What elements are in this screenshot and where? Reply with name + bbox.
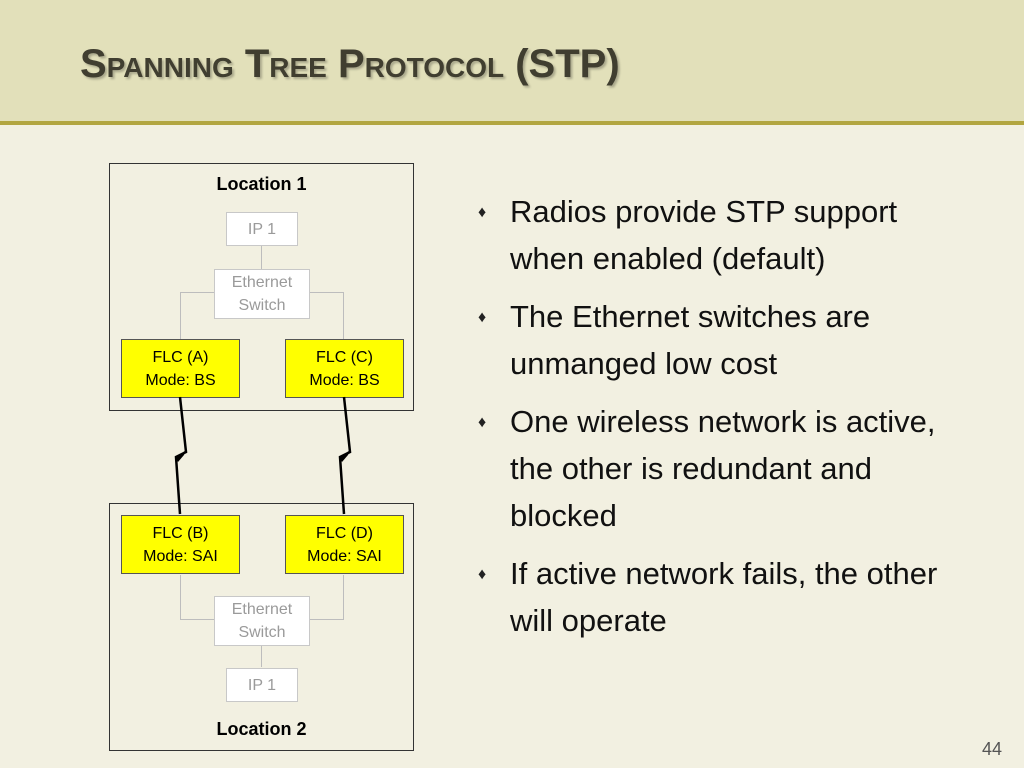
title-bar: Spanning Tree Protocol (STP) — [0, 0, 1024, 125]
connector-line — [180, 292, 214, 293]
location-2-ip: IP 1 — [226, 668, 298, 702]
bullet-item: ♦ Radios provide STP support when enabled… — [478, 188, 948, 282]
switch-label-line2: Switch — [238, 624, 286, 641]
bullet-item: ♦ If active network fails, the other will… — [478, 550, 948, 644]
switch-label-line2: Switch — [238, 297, 286, 314]
wireless-link-c-d-bolt — [340, 450, 350, 462]
diamond-bullet-icon: ♦ — [478, 204, 487, 221]
switch-label-line1: Ethernet — [231, 601, 293, 618]
switch-label-line1: Ethernet — [231, 274, 293, 291]
location-2-ethernet-switch: Ethernet Switch — [214, 596, 310, 646]
bullet-text: The Ethernet switches are unmanged low c… — [510, 299, 871, 381]
ip-label: IP 1 — [247, 676, 277, 694]
location-1-ethernet-switch: Ethernet Switch — [214, 269, 310, 319]
flc-c-name: FLC (C) — [316, 348, 373, 366]
connector-line — [180, 619, 214, 620]
flc-b-mode: Mode: SAI — [143, 547, 218, 565]
page-number: 44 — [981, 739, 1002, 759]
connector-line — [180, 575, 181, 620]
location-2-label: Location 2 — [216, 719, 307, 739]
bullet-text: Radios provide STP support when enabled … — [510, 194, 898, 276]
bullet-text: If active network fails, the other will … — [510, 556, 938, 638]
bullet-text: One wireless network is active, the othe… — [510, 404, 936, 533]
connector-line — [310, 292, 344, 293]
connector-line — [343, 292, 344, 339]
connector-line — [261, 645, 262, 667]
location-1-label: Location 1 — [216, 174, 307, 194]
flc-a-name: FLC (A) — [152, 348, 209, 366]
flc-a-mode: Mode: BS — [145, 371, 216, 389]
flc-d: FLC (D) Mode: SAI — [285, 515, 404, 574]
flc-c: FLC (C) Mode: BS — [285, 339, 404, 398]
flc-d-mode: Mode: SAI — [307, 547, 382, 565]
connector-line — [180, 292, 181, 339]
flc-b: FLC (B) Mode: SAI — [121, 515, 240, 574]
flc-a: FLC (A) Mode: BS — [121, 339, 240, 398]
connector-line — [261, 245, 262, 269]
diamond-bullet-icon: ♦ — [478, 566, 487, 583]
ip-label: IP 1 — [247, 220, 277, 238]
connector-line — [343, 575, 344, 620]
bullet-list: ♦ Radios provide STP support when enabled… — [478, 188, 948, 655]
wireless-link-a-b-bolt — [176, 450, 186, 462]
flc-b-name: FLC (B) — [152, 524, 209, 542]
bullet-item: ♦ One wireless network is active, the oth… — [478, 398, 948, 539]
flc-d-name: FLC (D) — [316, 524, 373, 542]
slide-title: Spanning Tree Protocol (STP) — [80, 42, 620, 86]
location-1-ip: IP 1 — [226, 212, 298, 246]
connector-line — [310, 619, 344, 620]
bullet-item: ♦ The Ethernet switches are unmanged low … — [478, 293, 948, 387]
diamond-bullet-icon: ♦ — [478, 414, 487, 431]
flc-c-mode: Mode: BS — [309, 371, 380, 389]
diamond-bullet-icon: ♦ — [478, 309, 487, 326]
